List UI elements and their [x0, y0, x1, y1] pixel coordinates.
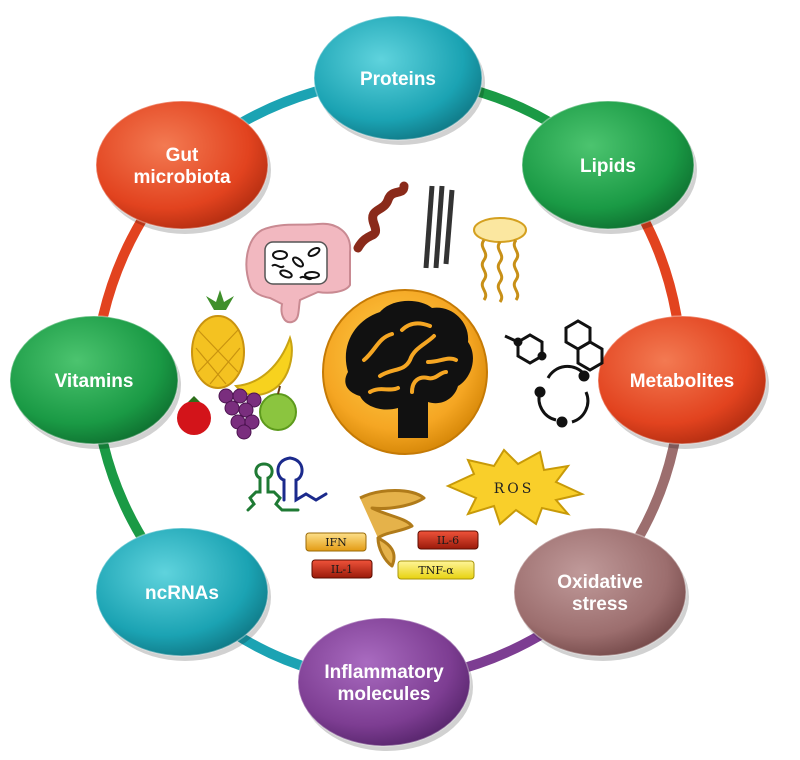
node-ncrnas: ncRNAs — [95, 527, 271, 661]
node-label: Oxidative — [557, 572, 643, 593]
cytokine-tag-tnf: TNF-α — [397, 560, 475, 580]
node-label: ncRNAs — [145, 583, 219, 604]
node-circle — [313, 15, 483, 141]
node-label: Metabolites — [630, 371, 735, 392]
ncrna-icon — [246, 456, 328, 512]
cytokine-tornado-icon — [359, 489, 426, 568]
node-label: Vitamins — [55, 371, 134, 392]
ros-burst-icon: ROS — [445, 448, 586, 526]
node-lipids: Lipids — [521, 100, 697, 234]
node-label: Proteins — [360, 69, 436, 90]
node-group: ProteinsLipidsMetabolitesOxidativestress… — [9, 15, 769, 751]
node-metabolites: Metabolites — [597, 315, 769, 449]
node-circle — [297, 617, 471, 747]
node-label: stress — [572, 594, 628, 615]
svg-text:IL-1: IL-1 — [331, 563, 353, 576]
node-label: Gut — [166, 145, 199, 166]
intestine-icon — [245, 222, 352, 324]
node-circle — [95, 527, 269, 657]
brain-icon — [322, 289, 488, 455]
cytokine-tag-il6: IL-6 — [417, 530, 479, 550]
svg-text:IFN: IFN — [325, 536, 347, 549]
node-circle — [95, 100, 269, 230]
metabolite-structure-icon — [504, 319, 604, 428]
lipid-icon — [473, 217, 527, 303]
node-vitamins: Vitamins — [9, 315, 181, 449]
protein-helix-icon — [353, 181, 409, 253]
protein-sheet-icon — [423, 185, 455, 269]
ros-label: ROS — [494, 481, 535, 497]
cytokine-tag-il1: IL-1 — [311, 559, 373, 579]
svg-text:IL-6: IL-6 — [437, 534, 459, 547]
node-circle — [597, 315, 767, 445]
node-label: Inflammatory — [324, 662, 444, 683]
node-proteins: Proteins — [313, 15, 485, 145]
svg-text:TNF-α: TNF-α — [418, 564, 454, 577]
cytokine-tag-ifn: IFN — [305, 532, 367, 552]
node-circle — [9, 315, 179, 445]
node-circle — [513, 527, 687, 657]
node-label: molecules — [338, 684, 431, 705]
fruit-icon — [177, 290, 297, 440]
node-circle — [521, 100, 695, 230]
node-label: microbiota — [133, 167, 231, 188]
node-label: Lipids — [580, 156, 636, 177]
